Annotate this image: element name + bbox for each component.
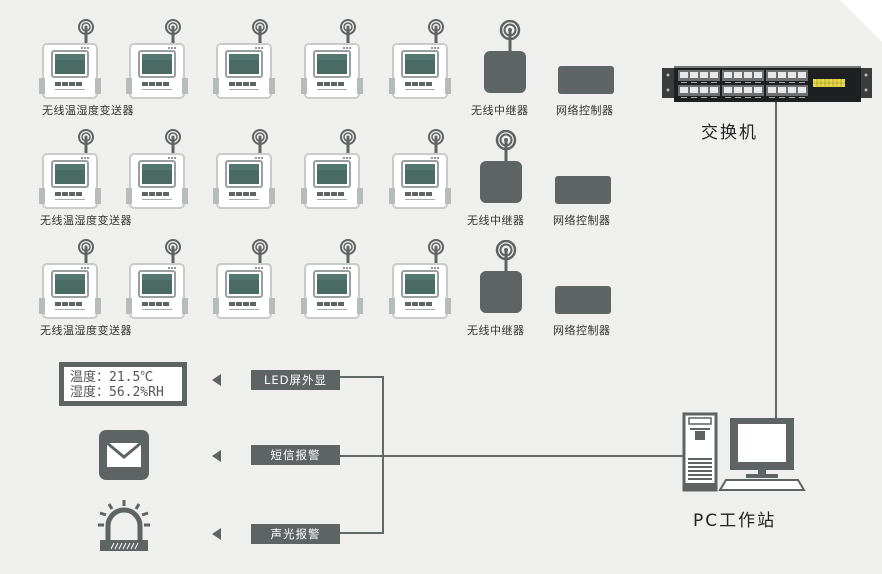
sms-to-pc-line <box>340 455 686 457</box>
switch-port <box>734 72 742 78</box>
wireless-sensor-icon <box>388 128 452 213</box>
sms-alarm-tag: 短信报警 <box>251 445 340 465</box>
network-switch <box>662 66 872 102</box>
network-controller-icon <box>558 66 614 94</box>
switch-port <box>700 72 708 78</box>
switch-port-group <box>766 85 808 96</box>
switch-port <box>690 87 698 93</box>
switch-port <box>798 87 806 93</box>
sensor-label: 无线温湿度变送器 <box>40 324 132 337</box>
led-humidity-line: 湿度：56.2%RH <box>70 385 164 400</box>
switch-port-group <box>722 85 764 96</box>
led-display-tag: LED屏外显 <box>251 370 340 390</box>
led-temperature-line: 温度：21.5℃ <box>70 370 154 385</box>
repeater-label: 无线中继器 <box>467 324 525 337</box>
wireless-repeater-icon <box>476 129 526 210</box>
switch-port <box>754 87 762 93</box>
switch-port <box>724 72 732 78</box>
wireless-sensor-icon <box>300 238 364 323</box>
led-connector-line <box>340 376 384 378</box>
wireless-repeater-icon <box>480 19 530 100</box>
arrow-left-icon <box>212 450 221 462</box>
switch-port <box>778 72 786 78</box>
switch-port <box>778 87 786 93</box>
switch-port-group <box>678 70 720 81</box>
switch-port <box>680 87 688 93</box>
switch-port <box>744 87 752 93</box>
wireless-sensor-icon <box>38 238 102 323</box>
arrow-left-icon <box>212 374 221 386</box>
switch-port <box>788 72 796 78</box>
switch-port <box>768 72 776 78</box>
wireless-sensor-icon <box>125 18 189 103</box>
alarm-beacon-icon <box>97 500 151 552</box>
switch-port <box>734 87 742 93</box>
controller-label: 网络控制器 <box>553 214 611 227</box>
sound-light-alarm-tag: 声光报警 <box>251 524 340 544</box>
network-controller-icon <box>555 286 611 314</box>
switch-port-group <box>678 85 720 96</box>
wireless-sensor-icon <box>212 128 276 213</box>
wireless-sensor-icon <box>125 128 189 213</box>
wireless-sensor-icon <box>38 18 102 103</box>
repeater-label: 无线中继器 <box>471 104 529 117</box>
switch-port <box>754 72 762 78</box>
switch-to-pc-line <box>775 102 777 418</box>
wireless-sensor-icon <box>125 238 189 323</box>
controller-label: 网络控制器 <box>556 104 614 117</box>
repeater-label: 无线中继器 <box>467 214 525 227</box>
switch-port <box>768 87 776 93</box>
pc-workstation-icon <box>682 412 818 492</box>
wireless-sensor-icon <box>300 18 364 103</box>
switch-label: 交换机 <box>701 123 758 143</box>
led-display-icon: 温度：21.5℃ 湿度：56.2%RH <box>59 362 187 406</box>
switch-port <box>744 72 752 78</box>
wireless-sensor-icon <box>38 128 102 213</box>
switch-port <box>680 72 688 78</box>
switch-port <box>798 72 806 78</box>
network-switch-icon <box>662 66 872 102</box>
wireless-sensor-icon <box>212 238 276 323</box>
switch-port <box>690 72 698 78</box>
switch-port <box>788 87 796 93</box>
network-controller-icon <box>555 176 611 204</box>
wireless-sensor-icon <box>300 128 364 213</box>
bus-vertical-line <box>382 376 384 533</box>
sensor-label: 无线温湿度变送器 <box>42 104 134 117</box>
wireless-repeater-icon <box>476 239 526 320</box>
wireless-sensor-icon <box>212 18 276 103</box>
switch-port <box>710 72 718 78</box>
wireless-sensor-icon <box>388 238 452 323</box>
alarm-connector-line <box>340 532 384 534</box>
arrow-left-icon <box>212 528 221 540</box>
wireless-sensor-icon <box>388 18 452 103</box>
pc-workstation-label: PC工作站 <box>693 511 777 531</box>
envelope-icon <box>99 430 149 480</box>
switch-port <box>724 87 732 93</box>
sensor-label: 无线温湿度变送器 <box>40 214 132 227</box>
controller-label: 网络控制器 <box>553 324 611 337</box>
switch-port-group <box>766 70 808 81</box>
switch-port <box>700 87 708 93</box>
switch-port-group <box>722 70 764 81</box>
switch-port <box>710 87 718 93</box>
